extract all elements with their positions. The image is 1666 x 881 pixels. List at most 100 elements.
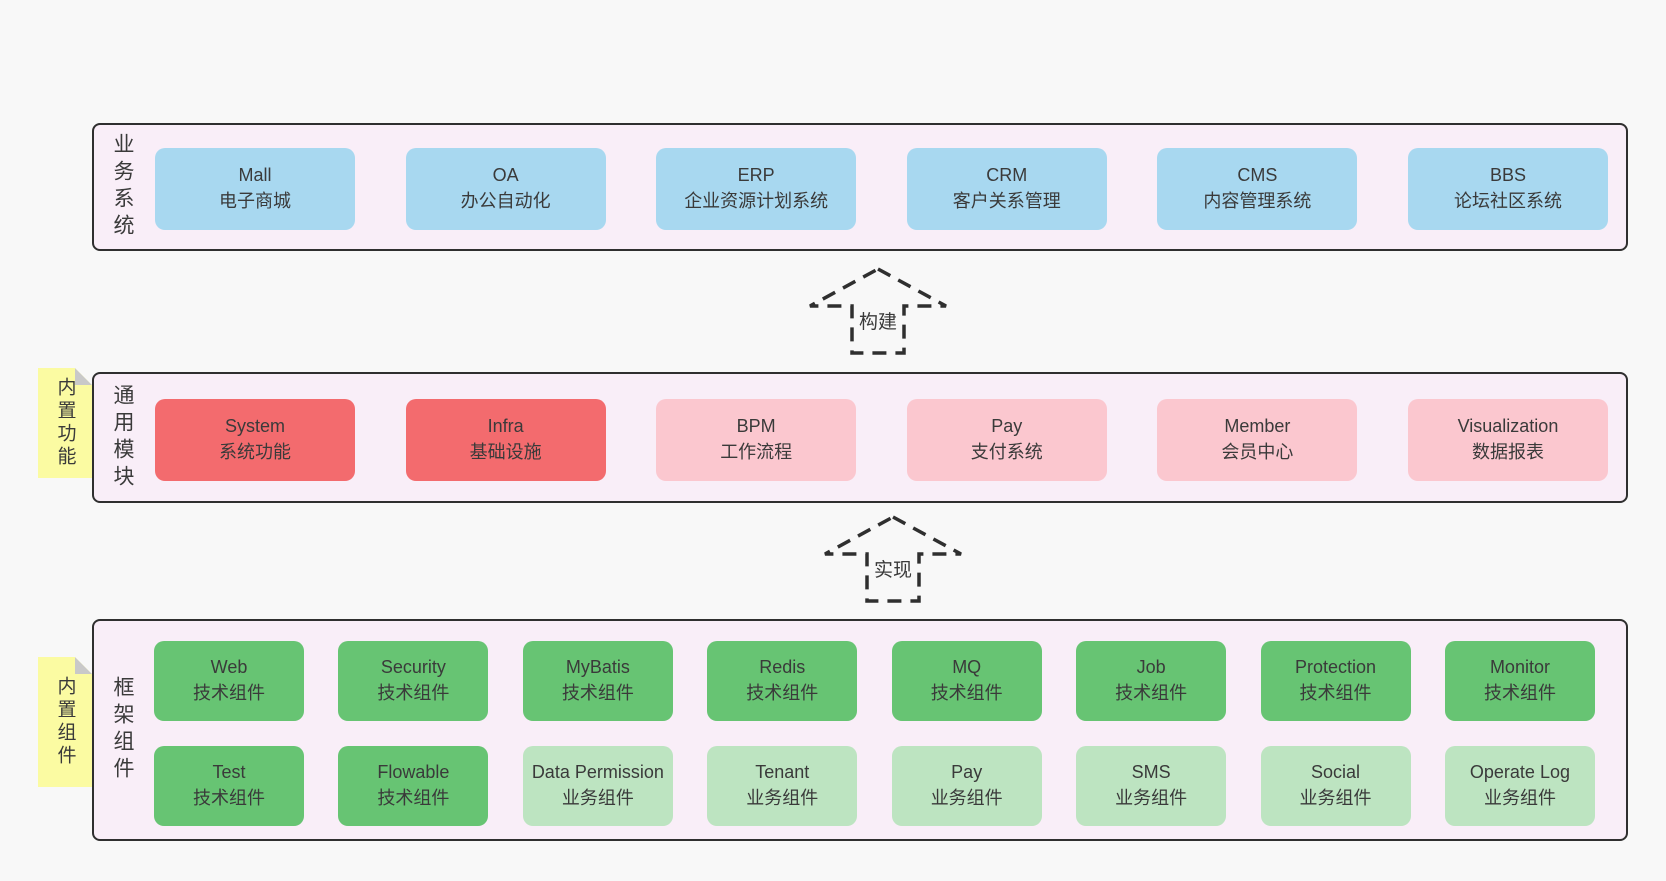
- box-title: Pay: [951, 762, 983, 783]
- note-fold-icon: [75, 368, 92, 385]
- note-text: 内置组件: [54, 676, 76, 768]
- box-test: Test 技术组件: [154, 746, 304, 826]
- box-subtitle: 会员中心: [1221, 442, 1294, 462]
- box-subtitle: 业务组件: [746, 788, 819, 808]
- box-title: Social: [1311, 762, 1361, 783]
- box-title: CRM: [986, 165, 1028, 186]
- box-social: Social 业务组件: [1260, 746, 1411, 826]
- box-title: Data Permission: [531, 762, 664, 783]
- box-redis: Redis 技术组件: [707, 641, 858, 721]
- box-title: Redis: [759, 657, 806, 678]
- box-subtitle: 工作流程: [720, 442, 793, 462]
- implement-arrow-icon: 实现: [824, 515, 962, 603]
- box-infra: Infra 基础设施: [405, 399, 606, 481]
- box-title: Pay: [991, 416, 1023, 437]
- business-systems-row: Mall 电子商城 OA 办公自动化 ERP 企业资源计划系统 CRM 客户关系…: [155, 148, 1608, 230]
- note-fold-icon: [75, 657, 92, 674]
- box-sms: SMS 业务组件: [1076, 746, 1227, 826]
- note-built-in-components: 内置组件: [38, 657, 92, 787]
- box-cms: CMS 内容管理系统: [1157, 148, 1358, 230]
- box-title: OA: [492, 165, 519, 186]
- box-title: Test: [212, 762, 246, 783]
- box-subtitle: 电子商城: [219, 191, 291, 211]
- layer-business-systems: 业务系统 Mall 电子商城 OA 办公自动化 ERP 企业资源计划系统 CRM…: [92, 123, 1628, 251]
- box-subtitle: 业务组件: [561, 788, 634, 808]
- box-title: CMS: [1237, 165, 1278, 186]
- box-title: Infra: [487, 416, 524, 437]
- layer-common-modules: 通用模块 System 系统功能 Infra 基础设施 BPM 工作流程 Pay…: [92, 372, 1628, 503]
- box-title: SMS: [1131, 762, 1171, 783]
- box-protection: Protection 技术组件: [1260, 641, 1411, 721]
- box-subtitle: 技术组件: [193, 788, 265, 808]
- box-title: MQ: [952, 657, 982, 678]
- box-subtitle: 办公自动化: [460, 191, 551, 211]
- box-title: Monitor: [1489, 657, 1550, 678]
- box-title: Member: [1224, 416, 1291, 437]
- framework-components-row-1: Web 技术组件 Security 技术组件 MyBatis 技术组件 Redi…: [154, 641, 1595, 721]
- box-job: Job 技术组件: [1076, 641, 1227, 721]
- box-bbs: BBS 论坛社区系统: [1407, 148, 1608, 230]
- box-title: Job: [1136, 657, 1166, 678]
- build-arrow-icon: 构建: [809, 267, 947, 355]
- box-tenant: Tenant 业务组件: [707, 746, 858, 826]
- box-bpm: BPM 工作流程: [656, 399, 857, 481]
- box-subtitle: 技术组件: [1299, 683, 1372, 703]
- box-subtitle: 数据报表: [1471, 442, 1544, 462]
- box-subtitle: 客户关系管理: [952, 191, 1061, 211]
- box-title: Tenant: [755, 762, 810, 783]
- note-built-in-features: 内置功能: [38, 368, 92, 478]
- box-mq: MQ 技术组件: [891, 641, 1042, 721]
- box-subtitle: 技术组件: [1115, 683, 1188, 703]
- box-web: Web 技术组件: [154, 641, 304, 721]
- box-erp: ERP 企业资源计划系统: [656, 148, 857, 230]
- box-mall: Mall 电子商城: [155, 148, 355, 230]
- box-subtitle: 技术组件: [377, 788, 450, 808]
- implement-arrow-label: 实现: [874, 559, 912, 581]
- box-title: Operate Log: [1469, 762, 1570, 783]
- box-title: MyBatis: [565, 657, 630, 678]
- box-subtitle: 论坛社区系统: [1453, 191, 1562, 211]
- note-text: 内置功能: [54, 377, 76, 469]
- box-title: Mall: [238, 165, 272, 186]
- box-subtitle: 支付系统: [970, 442, 1043, 462]
- box-title: Visualization: [1457, 416, 1559, 437]
- box-flowable: Flowable 技术组件: [338, 746, 489, 826]
- box-data-permission: Data Permission 业务组件: [522, 746, 673, 826]
- box-subtitle: 系统功能: [219, 442, 291, 462]
- box-subtitle: 技术组件: [377, 683, 450, 703]
- layer-business-systems-label: 业务系统: [111, 133, 134, 241]
- box-subtitle: 技术组件: [746, 683, 819, 703]
- box-title: Protection: [1295, 657, 1377, 678]
- box-title: BPM: [736, 416, 776, 437]
- box-title: Security: [380, 657, 446, 678]
- box-subtitle: 技术组件: [1483, 683, 1556, 703]
- box-pay-business: Pay 业务组件: [891, 746, 1042, 826]
- box-subtitle: 技术组件: [193, 683, 265, 703]
- box-title: System: [224, 416, 285, 437]
- box-subtitle: 业务组件: [1299, 788, 1372, 808]
- box-subtitle: 企业资源计划系统: [684, 191, 829, 211]
- box-mybatis: MyBatis 技术组件: [522, 641, 673, 721]
- box-operate-log: Operate Log 业务组件: [1444, 746, 1595, 826]
- box-crm: CRM 客户关系管理: [906, 148, 1107, 230]
- box-subtitle: 技术组件: [561, 683, 634, 703]
- box-subtitle: 业务组件: [1115, 788, 1188, 808]
- box-subtitle: 技术组件: [930, 683, 1003, 703]
- build-arrow-label: 构建: [859, 311, 897, 333]
- box-subtitle: 内容管理系统: [1203, 191, 1312, 211]
- common-modules-row: System 系统功能 Infra 基础设施 BPM 工作流程 Pay 支付系统…: [155, 399, 1608, 481]
- box-subtitle: 基础设施: [469, 442, 542, 462]
- box-oa: OA 办公自动化: [405, 148, 606, 230]
- box-title: BBS: [1489, 165, 1526, 186]
- layer-framework-components: 框架组件 Web 技术组件 Security 技术组件 MyBatis 技术组件…: [92, 619, 1628, 841]
- box-system: System 系统功能: [155, 399, 355, 481]
- box-member: Member 会员中心: [1157, 399, 1358, 481]
- layer-common-modules-label: 通用模块: [111, 383, 134, 492]
- box-security: Security 技术组件: [338, 641, 489, 721]
- box-title: Flowable: [377, 762, 450, 783]
- box-subtitle: 业务组件: [930, 788, 1003, 808]
- box-monitor: Monitor 技术组件: [1444, 641, 1595, 721]
- layer-framework-components-label: 框架组件: [111, 676, 134, 784]
- box-title: Web: [210, 657, 248, 678]
